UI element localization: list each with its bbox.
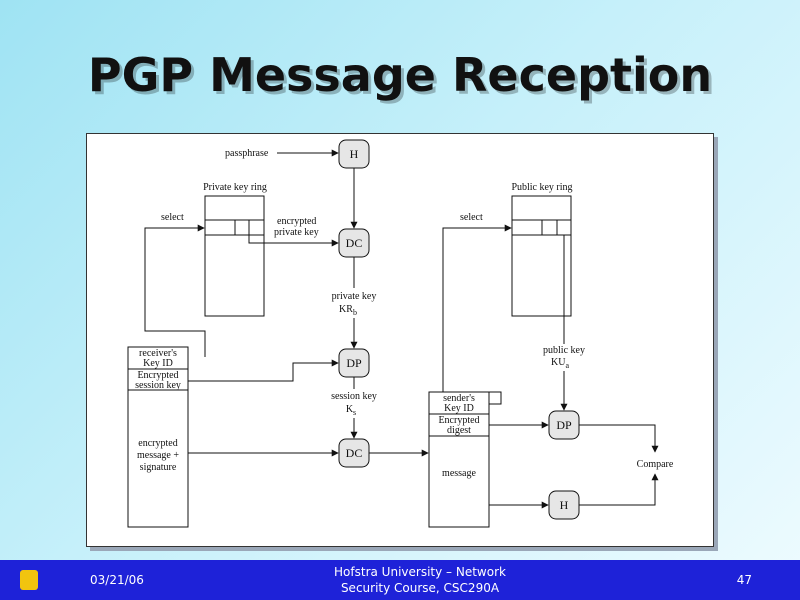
svg-text:Key ID: Key ID — [143, 358, 173, 369]
public-key-label: public key — [543, 345, 585, 356]
svg-text:DC: DC — [346, 446, 363, 460]
public-key-ring-label: Public key ring — [511, 182, 572, 193]
page-number: 47 — [736, 573, 752, 587]
private-key-symbol: KRb — [339, 304, 357, 317]
footer-course: Hofstra University – Network Security Co… — [334, 565, 506, 595]
encrypted-private-key-label: encrypted — [277, 216, 316, 227]
received-message-left — [127, 346, 189, 528]
receivers-key-id: receiver's — [139, 348, 177, 359]
public-key-symbol: KUa — [551, 357, 569, 370]
svg-text:DC: DC — [346, 236, 363, 250]
svg-text:H: H — [350, 147, 359, 161]
message-label: message — [442, 468, 476, 479]
private-key-ring-label: Private key ring — [203, 182, 267, 193]
select-label-right: select — [460, 212, 483, 223]
svg-text:signature: signature — [140, 462, 177, 473]
compare-label: Compare — [637, 459, 674, 470]
svg-text:digest: digest — [447, 425, 471, 436]
hofstra-logo-icon — [20, 570, 38, 590]
private-key-ring — [204, 195, 265, 317]
footer-bar: 03/21/06 Hofstra University – Network Se… — [0, 560, 800, 600]
svg-text:DP: DP — [346, 356, 362, 370]
select-label-left: select — [161, 212, 184, 223]
footer-date: 03/21/06 — [90, 573, 144, 587]
session-key-label: session key — [331, 391, 377, 402]
encrypted-digest: Encrypted — [438, 415, 479, 426]
private-key-label: private key — [332, 291, 377, 302]
svg-text:DP: DP — [556, 418, 572, 432]
svg-text:message +: message + — [137, 450, 179, 461]
slide-title: PGP Message Reception — [87, 48, 713, 102]
pgp-reception-diagram: Private key ring Public key ring passphr… — [127, 139, 674, 528]
encrypted-session-key: Encrypted — [137, 370, 178, 381]
svg-text:private key: private key — [274, 227, 319, 238]
encrypted-message-signature: encrypted — [138, 438, 177, 449]
svg-text:H: H — [560, 498, 569, 512]
senders-key-id: sender's — [443, 393, 475, 404]
session-key-symbol: Ks — [346, 404, 356, 417]
public-key-ring — [511, 195, 572, 317]
svg-text:session key: session key — [135, 380, 181, 391]
diagram-frame: Private key ring Public key ring passphr… — [86, 133, 714, 547]
svg-text:Key ID: Key ID — [444, 403, 474, 414]
passphrase-label: passphrase — [225, 148, 269, 159]
